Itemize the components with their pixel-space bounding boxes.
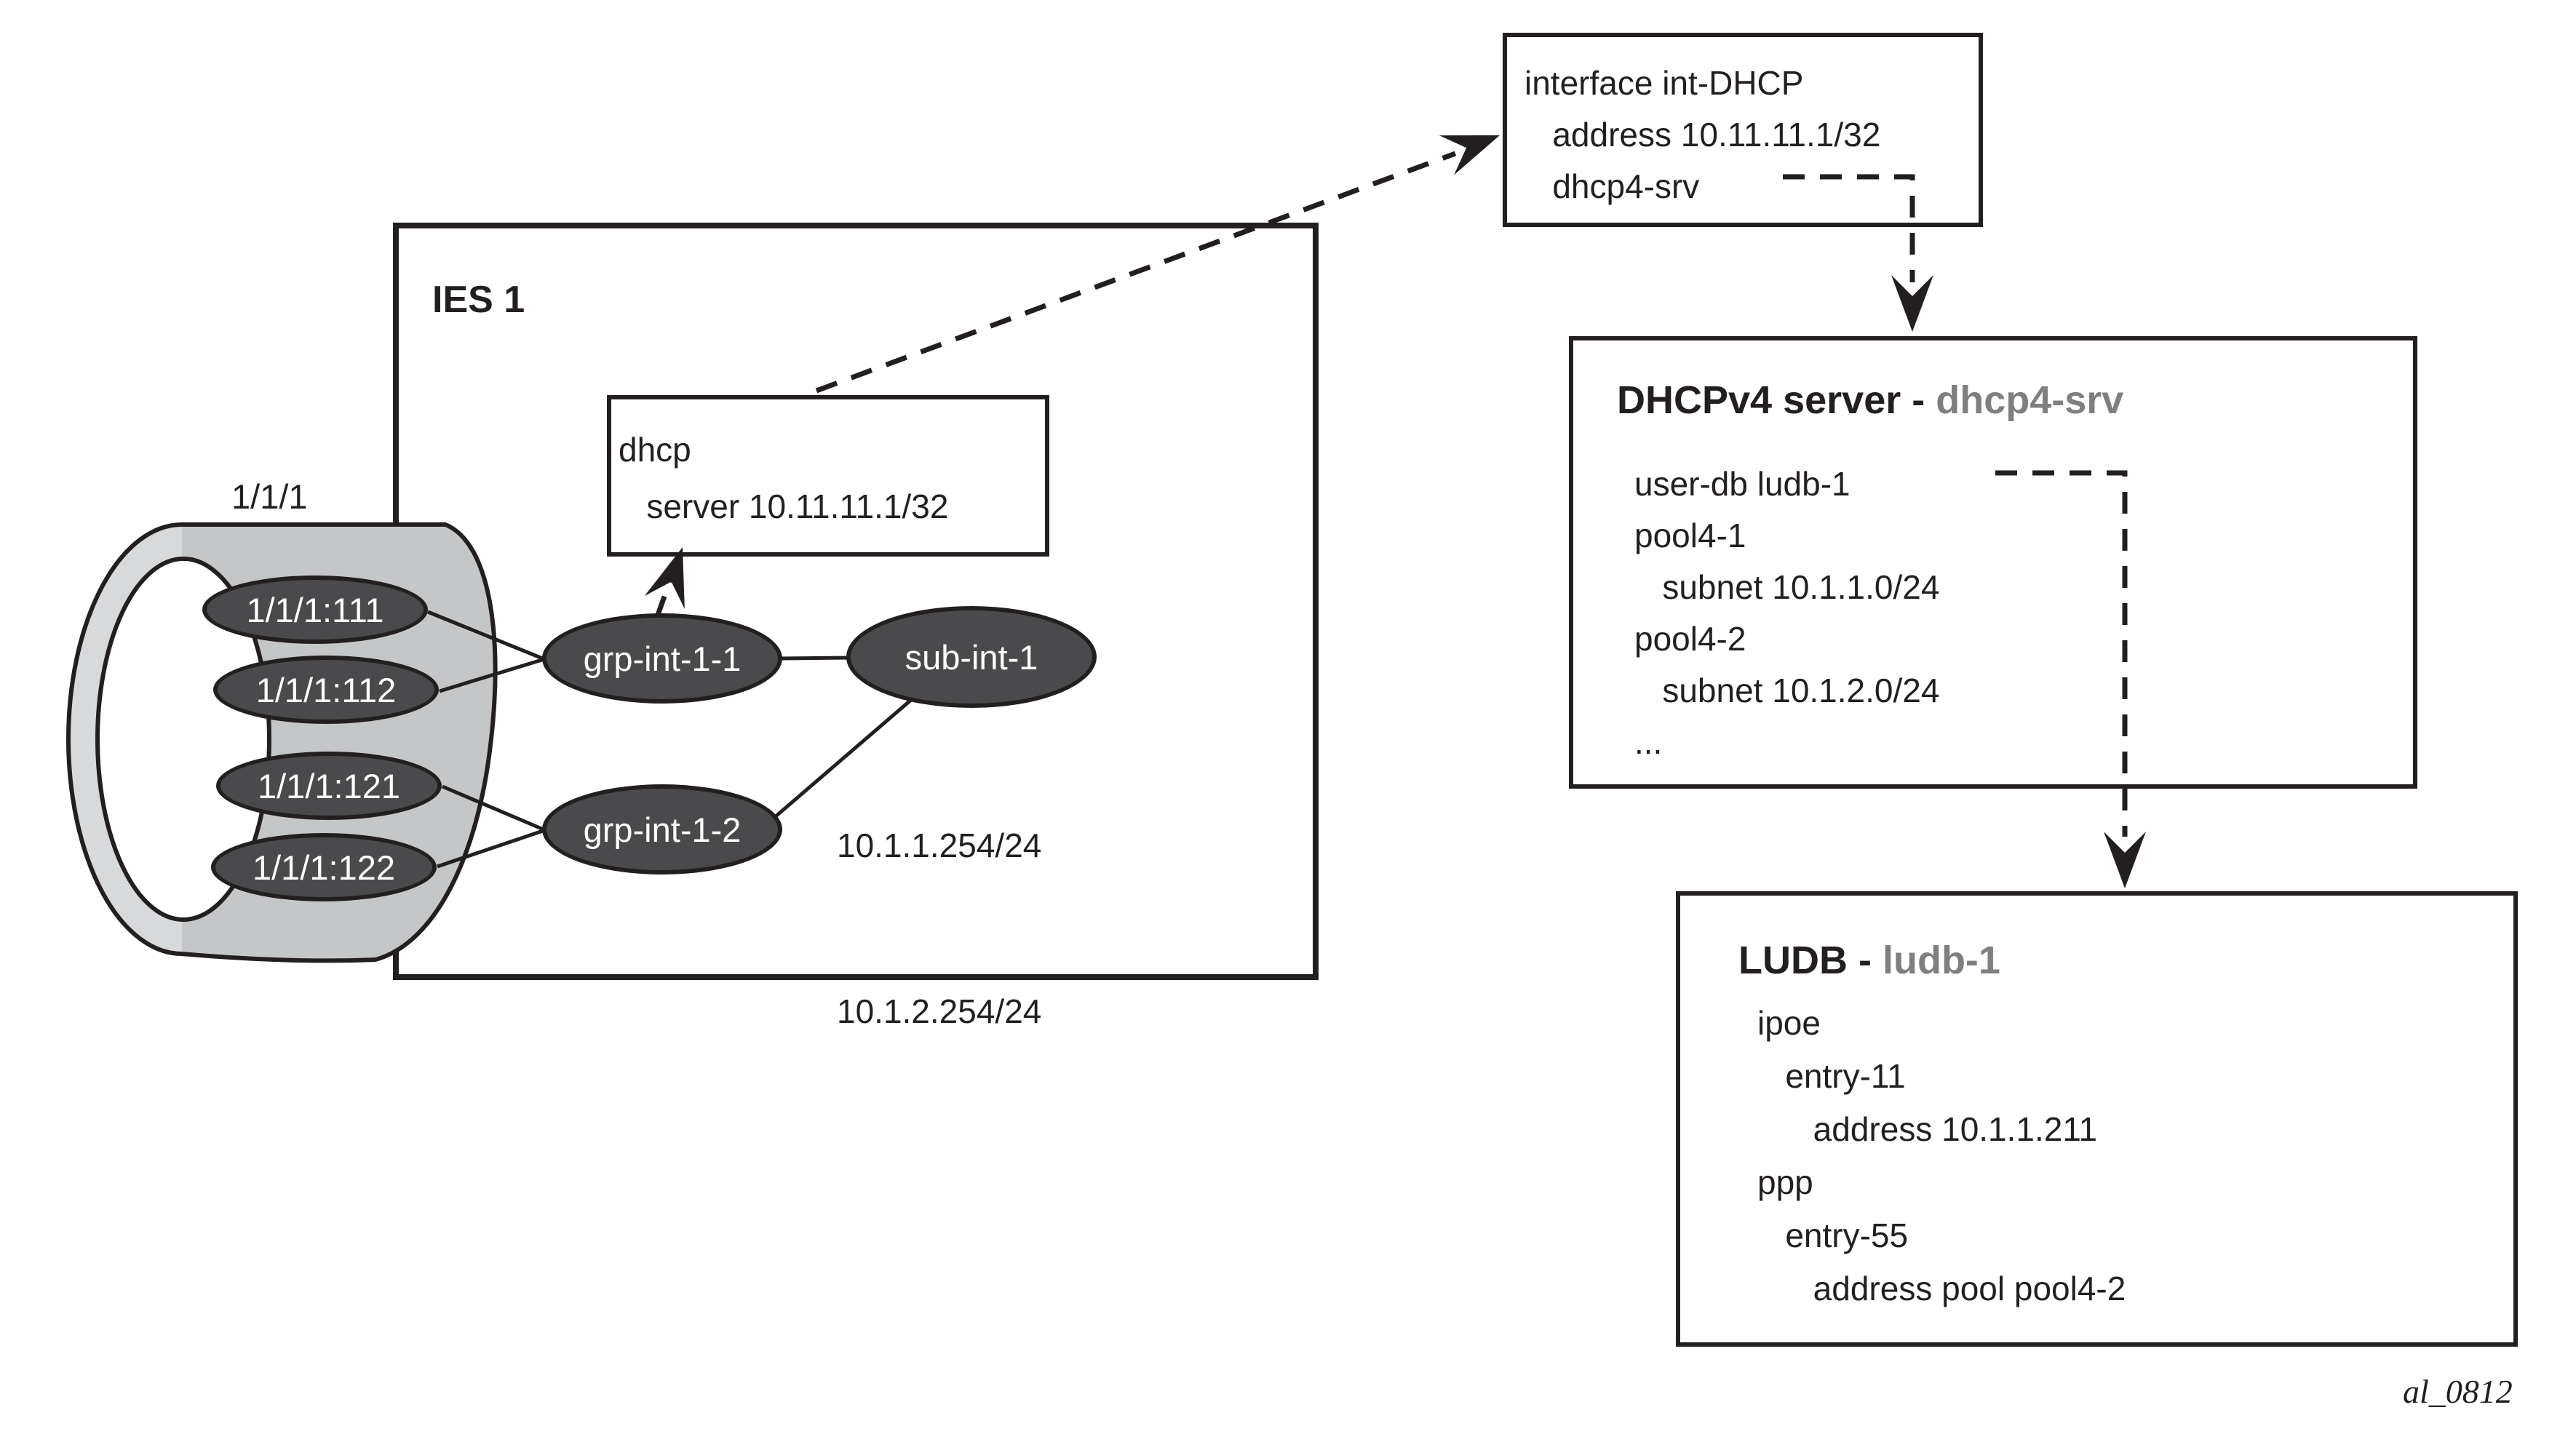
srv-pool41-line: pool4-1 xyxy=(1634,517,1746,554)
srv-userdb-line: user-db ludb-1 xyxy=(1634,465,1850,503)
dhcp-config-box: dhcp server 10.11.11.1/32 xyxy=(607,395,1049,557)
subport-122-node: 1/1/1:122 xyxy=(211,833,437,901)
subport-112-node: 1/1/1:112 xyxy=(213,656,439,724)
dhcp-line: dhcp xyxy=(619,431,691,469)
arrowhead-into-dhcpv4-box xyxy=(1891,275,1933,332)
sub-int-address-2: 10.1.2.254/24 xyxy=(837,992,1042,1030)
ies-title: IES 1 xyxy=(432,279,525,321)
sub-int-address-1: 10.1.1.254/24 xyxy=(837,826,1042,864)
interface-box: interface int-DHCP address 10.11.11.1/32… xyxy=(1503,33,1983,227)
sub-int-1-node: sub-int-1 xyxy=(846,606,1097,708)
interface-address-line: address 10.11.11.1/32 xyxy=(1524,116,1881,154)
srv-subnet2-line: subnet 10.1.2.0/24 xyxy=(1634,672,1940,709)
ludb-title-black: LUDB - xyxy=(1738,939,1883,982)
interface-name-line: interface int-DHCP xyxy=(1524,64,1804,102)
ludb-ppp-line: ppp xyxy=(1757,1163,1813,1201)
subport-122-label: 1/1/1:122 xyxy=(252,848,395,887)
arrowhead-into-ludb-box xyxy=(2104,832,2146,888)
srv-pool42-line: pool4-2 xyxy=(1634,620,1746,658)
ludb-address-line: address 10.1.1.211 xyxy=(1757,1110,2098,1148)
grp-int-1-2-label: grp-int-1-2 xyxy=(583,810,742,849)
sub-int-1-label: sub-int-1 xyxy=(905,637,1038,677)
dhcpv4-server-box: DHCPv4 server - dhcp4-srv user-db ludb-1… xyxy=(1569,336,2417,789)
grp-int-1-2-node: grp-int-1-2 xyxy=(542,784,782,875)
grp-int-1-1-node: grp-int-1-1 xyxy=(542,613,782,704)
subport-121-node: 1/1/1:121 xyxy=(216,752,442,820)
arrowhead-into-interface-box xyxy=(1439,135,1500,175)
interface-dhcp4srv-line: dhcp4-srv xyxy=(1524,167,1700,205)
subport-111-label: 1/1/1:111 xyxy=(246,590,384,629)
ludb-entry11-line: entry-11 xyxy=(1757,1057,1906,1095)
figure-id: al_0812 xyxy=(2403,1373,2513,1410)
subport-111-node: 1/1/1:111 xyxy=(202,575,428,644)
dhcpv4-title-black: DHCPv4 server - xyxy=(1617,378,1936,422)
subport-121-label: 1/1/1:121 xyxy=(257,766,400,805)
ludb-box: LUDB - ludb-1 ipoe entry-11 address 10.1… xyxy=(1676,891,2518,1347)
srv-ellipsis-line: ... xyxy=(1634,723,1663,761)
ludb-title: LUDB - ludb-1 xyxy=(1680,896,2513,981)
ludb-title-gray: ludb-1 xyxy=(1882,939,2000,982)
ludb-ipoe-line: ipoe xyxy=(1757,1004,1821,1042)
ludb-addresspool-line: address pool pool4-2 xyxy=(1757,1270,2126,1307)
dhcp-server-line: server 10.11.11.1/32 xyxy=(619,487,949,525)
grp-int-1-1-label: grp-int-1-1 xyxy=(583,639,742,678)
port-label: 1/1/1 xyxy=(231,477,308,516)
dhcpv4-server-title: DHCPv4 server - dhcp4-srv xyxy=(1573,340,2413,421)
sub-int-addresses: 10.1.1.254/24 10.1.2.254/24 xyxy=(837,707,1041,1150)
subport-112-label: 1/1/1:112 xyxy=(255,670,397,709)
dhcpv4-title-gray: dhcp4-srv xyxy=(1936,378,2124,422)
ludb-entry55-line: entry-55 xyxy=(1757,1216,1909,1254)
srv-subnet1-line: subnet 10.1.1.0/24 xyxy=(1634,568,1940,606)
